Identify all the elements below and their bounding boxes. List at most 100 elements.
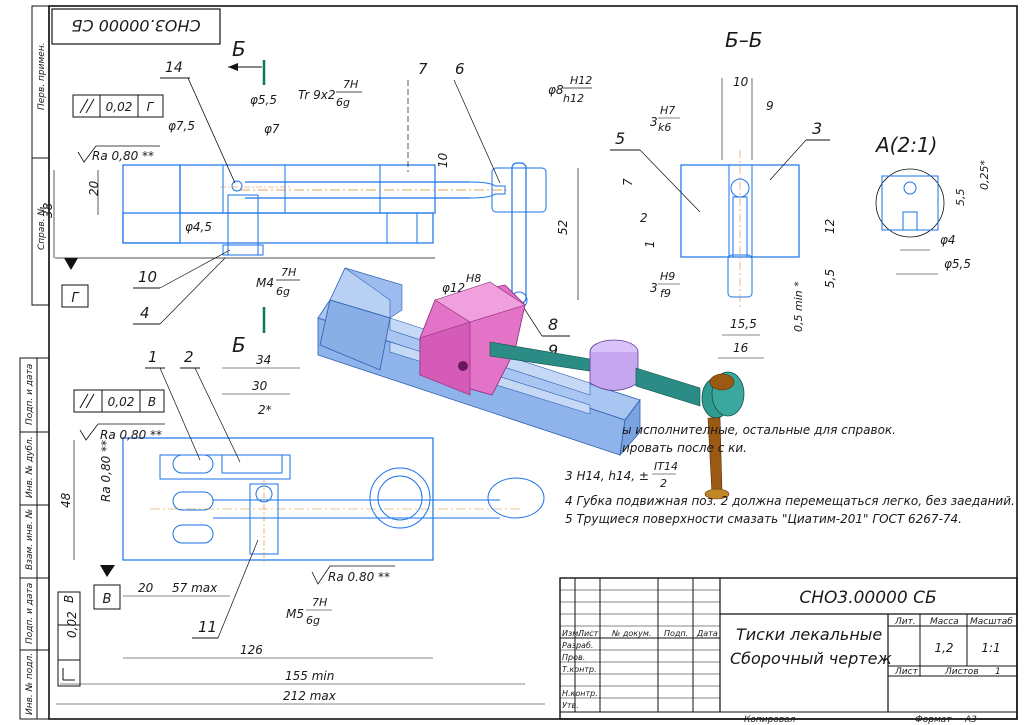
svg-text:Копировал: Копировал xyxy=(744,715,796,725)
svg-text:Формат: Формат xyxy=(915,715,952,725)
note-3: 3 H14, h14, ± xyxy=(565,469,649,483)
main-section-view: Г xyxy=(55,162,547,309)
svg-text:M5: M5 xyxy=(286,607,304,621)
svg-text:6g: 6g xyxy=(306,614,320,627)
balloon-5: 5 xyxy=(615,129,625,148)
svg-text:M4: M4 xyxy=(256,276,274,290)
svg-text:30: 30 xyxy=(252,379,268,393)
svg-text:СНО3.00000 СБ: СНО3.00000 СБ xyxy=(71,16,200,35)
svg-text:φ7,5: φ7,5 xyxy=(168,119,195,133)
balloon-3: 3 xyxy=(812,119,822,138)
strip-sprav-no: Справ. № xyxy=(37,206,47,250)
vise-3d-model xyxy=(317,267,745,500)
svg-text:Лит.: Лит. xyxy=(894,617,916,627)
svg-text:2*: 2* xyxy=(258,403,272,417)
svg-text:Разраб.: Разраб. xyxy=(562,641,593,650)
roughness-r1: Ra 0,80 ** xyxy=(92,149,154,163)
svg-text:φ4,5: φ4,5 xyxy=(185,220,212,234)
detail-a-view: А(2:1) 5,5 0,25* φ4 φ5,5 xyxy=(874,133,991,275)
note-5: 5 Трущиеся поверхности смазать "Циатим-2… xyxy=(565,512,962,526)
svg-text:0,02: 0,02 xyxy=(65,611,79,638)
balloon-4: 4 xyxy=(140,304,150,322)
balloon-7: 7 xyxy=(418,60,428,78)
svg-text:Лист: Лист xyxy=(894,667,919,677)
title-name-1: Тиски лекальные xyxy=(736,625,882,644)
technical-notes: ы исполнителные, остальные для справок. … xyxy=(565,423,1015,526)
svg-text:φ5,5: φ5,5 xyxy=(250,93,277,107)
svg-text:52: 52 xyxy=(556,220,570,235)
detail-a-label: А(2:1) xyxy=(874,133,937,157)
svg-text:1: 1 xyxy=(643,240,657,248)
balloon-9: 9 xyxy=(548,341,558,360)
svg-text:Листов: Листов xyxy=(944,667,979,677)
svg-text:15,5: 15,5 xyxy=(730,317,757,331)
svg-text:6g: 6g xyxy=(336,96,350,109)
svg-text:H8: H8 xyxy=(466,272,481,285)
svg-text:2: 2 xyxy=(660,477,667,490)
section-bb-view: Б–Б 10 9 3 H7 k6 5 3 7 2 1 3 H9 f9 12 5,… xyxy=(610,28,837,359)
section-b-bottom-label: Б xyxy=(232,333,246,357)
svg-text:Лист: Лист xyxy=(577,629,599,638)
svg-text:0,5 min *: 0,5 min * xyxy=(792,281,805,332)
svg-text:Дата: Дата xyxy=(696,629,718,638)
svg-text:Пров.: Пров. xyxy=(562,653,585,662)
svg-text:7H: 7H xyxy=(343,78,358,91)
svg-text:10: 10 xyxy=(733,75,749,89)
balloon-2: 2 xyxy=(184,348,194,366)
svg-text:7H: 7H xyxy=(312,596,327,609)
svg-text:7H: 7H xyxy=(281,266,296,279)
svg-text:φ7: φ7 xyxy=(264,122,280,136)
svg-text:В: В xyxy=(148,395,156,409)
svg-text:Масштаб: Масштаб xyxy=(970,617,1013,627)
left-strip: Перв. примен. Справ. № Подп. и дата Инв.… xyxy=(19,5,50,720)
svg-text:Утв.: Утв. xyxy=(562,701,579,710)
rotated-code-stamp: СНО3.00000 СБ xyxy=(51,8,221,45)
svg-text:6g: 6g xyxy=(276,285,290,298)
svg-text:k6: k6 xyxy=(658,121,671,134)
svg-text:38: 38 xyxy=(41,202,55,218)
balloon-1: 1 xyxy=(148,348,158,366)
svg-text:H9: H9 xyxy=(660,270,675,283)
note-4: 4 Губка подвижная поз. 2 должна перемеща… xyxy=(565,494,1015,508)
top-view-dimensions: Б 14 φ5,5 φ7,5 φ7 Tr 9x2 7H 6g 7 6 φ8 H1… xyxy=(41,37,592,357)
svg-text:10: 10 xyxy=(436,152,450,168)
svg-text:2: 2 xyxy=(640,211,648,225)
svg-text:Подп.: Подп. xyxy=(664,629,688,638)
strip-podp-data-1: Подп. и дата xyxy=(25,364,35,425)
svg-text:f9: f9 xyxy=(660,287,671,300)
svg-text:0,25*: 0,25* xyxy=(978,160,991,190)
svg-text:Н.контр.: Н.контр. xyxy=(562,689,598,698)
svg-text:Изм.: Изм. xyxy=(562,629,581,638)
tolerance-frame-top: 0,02 Г xyxy=(72,94,164,118)
svg-text:57 max: 57 max xyxy=(172,581,218,595)
strip-inv-podl: Инв. № подл. xyxy=(25,653,35,715)
svg-text:В: В xyxy=(62,595,76,603)
base-g-label: Г xyxy=(71,291,80,306)
note-1: ы исполнителные, остальные для справок. xyxy=(622,423,896,437)
strip-vzam-inv: Взам. инв. № xyxy=(25,509,35,570)
svg-text:Г: Г xyxy=(147,100,155,114)
balloon-8: 8 xyxy=(548,315,558,334)
svg-text:7: 7 xyxy=(621,178,635,186)
svg-text:H12: H12 xyxy=(570,74,592,87)
svg-text:126: 126 xyxy=(240,643,263,657)
title-name-2: Сборочный чертеж xyxy=(730,649,892,668)
svg-text:Tr 9x2: Tr 9x2 xyxy=(298,88,336,102)
title-block: Изм. Лист № докум. Подп. Дата Разраб. Пр… xyxy=(559,577,1018,725)
svg-text:0,02: 0,02 xyxy=(106,100,133,114)
roughness-r2: Ra 0,80 ** xyxy=(100,428,162,442)
section-bb-label: Б–Б xyxy=(725,28,762,52)
svg-text:φ5,5: φ5,5 xyxy=(944,257,971,271)
svg-text:5,5: 5,5 xyxy=(823,269,837,288)
svg-text:Масса: Масса xyxy=(930,617,959,627)
svg-text:№ докум.: № докум. xyxy=(611,629,651,638)
svg-text:φ4: φ4 xyxy=(940,233,956,247)
svg-text:1,2: 1,2 xyxy=(934,641,953,655)
svg-text:12: 12 xyxy=(823,219,837,234)
svg-text:34: 34 xyxy=(256,353,271,367)
svg-text:H7: H7 xyxy=(660,104,675,117)
svg-text:0,02: 0,02 xyxy=(108,395,135,409)
svg-text:Т.контр.: Т.контр. xyxy=(562,665,597,674)
